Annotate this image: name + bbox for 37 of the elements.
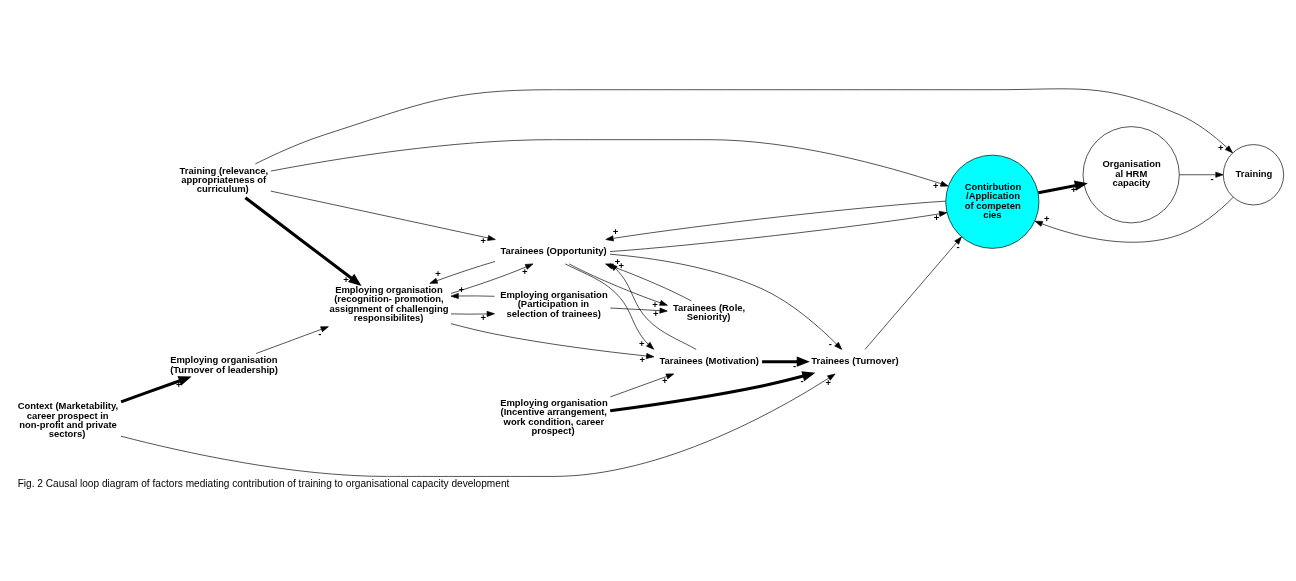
edge-label: - — [792, 359, 797, 371]
edge-label: + — [652, 298, 658, 310]
edge-label: + — [662, 374, 668, 386]
edge-label: + — [176, 378, 182, 390]
edge-label: + — [343, 273, 349, 285]
node-text: Context (Marketability, career prospect in non-profit and private sectors) — [17, 399, 119, 439]
edge-label: + — [653, 307, 659, 319]
caption: Fig. 2 Causal loop diagram of factors mediating contribution of training to organisational capacity development — [17, 477, 510, 489]
edge-label: - — [1210, 172, 1214, 184]
edge-label: + — [1070, 183, 1077, 195]
node-text: Tarainees (Role, Seniority) — [672, 301, 746, 322]
edge-label: - — [318, 327, 322, 339]
edge-label: + — [825, 376, 832, 388]
edge-label: + — [612, 225, 619, 237]
edge-label: - — [956, 240, 960, 252]
edge-label: + — [639, 353, 645, 365]
node-text: Employing organisation (Turnover of leadership) — [170, 353, 279, 375]
edge-label: + — [521, 265, 528, 277]
node-text: Tarainees (Opportunity) — [500, 244, 607, 256]
edge-label: + — [480, 311, 487, 323]
edge-label: + — [435, 267, 441, 278]
edge-label: + — [639, 337, 645, 349]
node-text: Trainees (Turnover) — [811, 354, 899, 366]
node-text: Tarainees (Motivation) — [659, 354, 759, 366]
edge-label: + — [933, 211, 940, 223]
edge-label: - — [828, 337, 832, 349]
node-text: Employing organisation (Participation in selection of trainees) — [500, 288, 608, 319]
node-text: Employing organisation (recognition- promotion, assignment of challenging responsibilites) — [329, 283, 449, 323]
node-text: Employing organisation (Incentive arrangement, work condition, career prospect) — [500, 396, 608, 436]
edge-label: + — [1217, 141, 1224, 153]
edge-label: - — [800, 374, 804, 386]
edge-label: + — [458, 283, 465, 295]
edge-label: + — [618, 259, 625, 271]
edge-label: + — [933, 179, 939, 191]
node-text: Training (relevance, appropriateness of curriculum) — [179, 164, 269, 194]
edge-label: + — [1044, 212, 1050, 224]
edge-label: + — [480, 234, 486, 246]
